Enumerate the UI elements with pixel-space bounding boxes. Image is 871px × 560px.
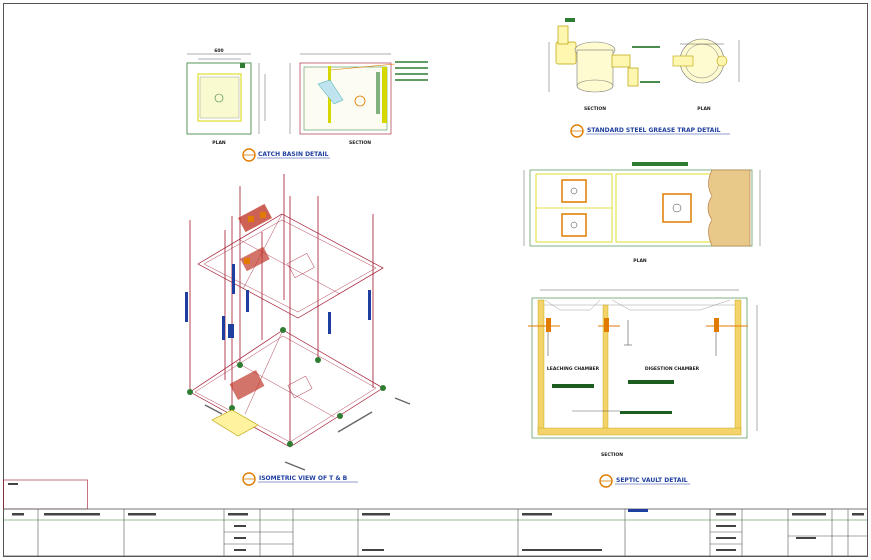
grease-trap-section: SECTION bbox=[548, 18, 660, 112]
septic-vault-section: LEACHING CHAMBER DIGESTION CHAMBER SECTI… bbox=[528, 289, 758, 458]
septic-vault-title-block: SEPTIC VAULT DETAIL bbox=[599, 474, 690, 488]
svg-text:600: 600 bbox=[214, 48, 223, 54]
grease-trap-section-label: SECTION bbox=[584, 106, 606, 112]
catch-basin-detail: 600 PLAN SECTION CATCH BASIN DETA bbox=[186, 48, 428, 162]
catch-basin-plan-label: PLAN bbox=[212, 140, 226, 146]
grease-trap-title-block: STANDARD STEEL GREASE TRAP DETAIL bbox=[570, 124, 730, 138]
grease-trap-plan: PLAN bbox=[672, 38, 740, 112]
septic-vault-plan-label: PLAN bbox=[633, 258, 647, 264]
catch-basin-title: CATCH BASIN DETAIL bbox=[258, 151, 329, 158]
sheet-border bbox=[3, 3, 868, 557]
septic-vault-title: SEPTIC VAULT DETAIL bbox=[616, 477, 688, 484]
catch-basin-section: SECTION bbox=[289, 53, 428, 146]
grease-trap-plan-label: PLAN bbox=[697, 106, 711, 112]
septic-vault-plan: PLAN bbox=[523, 162, 761, 264]
grease-trap-detail: SECTION PLAN STANDARD STEEL GREASE TRAP … bbox=[548, 18, 740, 138]
isometric-view: ISOMETRIC VIEW OF T & B bbox=[185, 174, 411, 486]
chamber-label-leaching: LEACHING CHAMBER bbox=[547, 366, 600, 372]
septic-vault-section-label: SECTION bbox=[601, 452, 623, 458]
grease-trap-title: STANDARD STEEL GREASE TRAP DETAIL bbox=[587, 127, 721, 134]
isometric-title-block: ISOMETRIC VIEW OF T & B bbox=[242, 472, 358, 486]
catch-basin-section-label: SECTION bbox=[349, 140, 371, 146]
catch-basin-plan: 600 PLAN bbox=[186, 48, 266, 146]
septic-vault-detail: PLAN LEACHING CHAMBER bbox=[523, 162, 761, 488]
catch-basin-title-block: CATCH BASIN DETAIL bbox=[242, 148, 330, 162]
sheet-title-block bbox=[3, 479, 868, 557]
isometric-title: ISOMETRIC VIEW OF T & B bbox=[259, 475, 348, 482]
chamber-label-digestion: DIGESTION CHAMBER bbox=[645, 366, 700, 372]
